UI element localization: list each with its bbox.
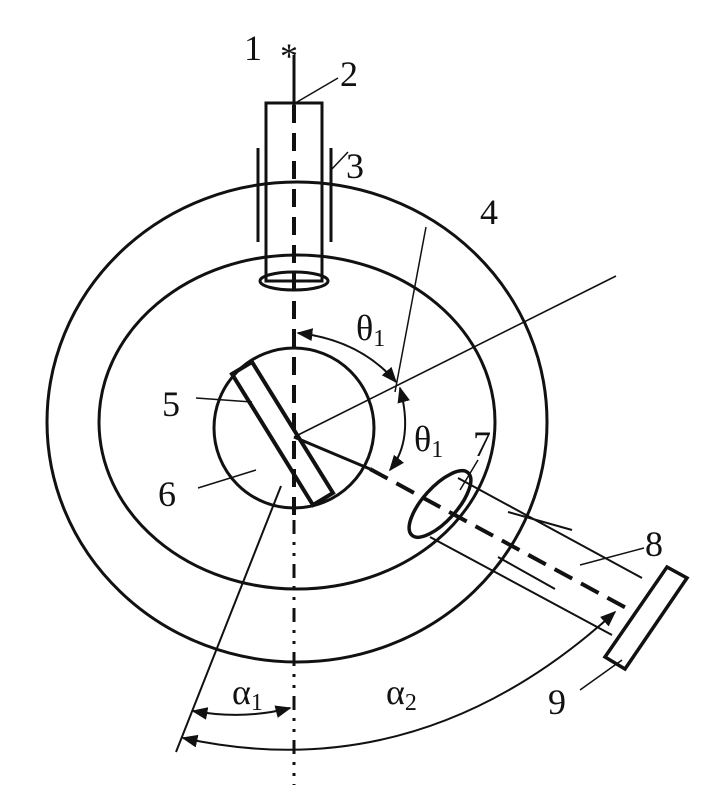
alpha2-label: α2 (386, 672, 417, 716)
theta-arc-top (296, 328, 398, 384)
source-marker: * (280, 36, 298, 76)
leader-8 (579, 547, 645, 566)
theta-top-label: θ1 (356, 308, 385, 352)
leader-6 (197, 469, 257, 489)
leader-7 (459, 459, 479, 491)
label-8: 8 (645, 524, 663, 564)
analyzer-lens (407, 469, 473, 539)
label-9: 9 (548, 682, 566, 722)
label-2: 2 (340, 54, 358, 94)
detector-slit-1 (507, 511, 573, 531)
leader-4 (394, 226, 427, 393)
label-1: 1 (244, 28, 262, 68)
leader-5 (195, 397, 253, 403)
inner-circle (97, 253, 497, 591)
detector (602, 564, 690, 672)
alpha2-arc (181, 610, 617, 751)
leader-3 (330, 151, 349, 171)
reflected-beam (293, 435, 371, 471)
label-7: 7 (473, 424, 491, 464)
alpha1-label: α1 (232, 672, 263, 716)
label-6: 6 (158, 474, 176, 514)
sample-crystal (229, 359, 336, 508)
label-4: 4 (480, 192, 498, 232)
leader-2 (296, 77, 339, 103)
theta-right-label: θ1 (414, 419, 443, 463)
label-5: 5 (162, 384, 180, 424)
detector-arm-upper (457, 477, 643, 579)
leader-9 (579, 659, 623, 691)
reflected-beam-dashed (369, 467, 631, 612)
normal-line (293, 275, 617, 438)
detector-slit-2 (497, 556, 556, 590)
theta-arc-right (389, 386, 410, 472)
label-3: 3 (346, 146, 364, 186)
